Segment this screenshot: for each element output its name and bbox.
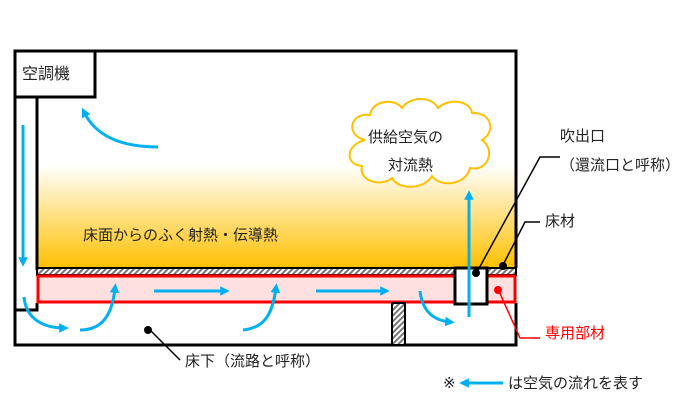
room-outline	[15, 49, 518, 268]
airflow-arrow-up-2	[242, 283, 281, 332]
cloud-label-line2: 対流熱	[388, 156, 434, 174]
leader-dot-underfloor	[144, 326, 152, 334]
legend-text: は空気の流れを表す	[508, 374, 644, 392]
outlet-note-label: （還流口と呼称）	[560, 156, 681, 174]
leader-dot-outlet	[472, 269, 480, 277]
leader-dot-member	[494, 286, 502, 294]
leader-lines	[149, 156, 560, 361]
outlet-label: 吹出口	[560, 127, 606, 145]
flooring-layer	[36, 267, 517, 276]
cloud-shape	[348, 98, 492, 188]
underfloor-outline	[13, 51, 518, 347]
airflow-arrow-room-return	[81, 107, 159, 149]
airflow-arrow-down-turn	[418, 290, 455, 327]
ac-unit-label: 空調機	[22, 64, 71, 83]
airflow-arrow-bottom-turn	[22, 296, 69, 333]
airflow-arrows	[18, 107, 503, 388]
dedicated-member-label: 専用部材	[545, 324, 606, 342]
cloud-label-line1: 供給空気の	[368, 128, 444, 146]
ac-unit-box	[13, 49, 97, 99]
legend-mark: ※	[443, 374, 456, 392]
outlet-box	[453, 266, 489, 306]
radiant-heat-label: 床面からのふく射熱・伝導熱	[83, 226, 279, 244]
airflow-arrow-up-1	[79, 283, 120, 332]
duct-wall	[15, 97, 39, 312]
flooring-label: 床材	[545, 212, 576, 230]
leader-dot-flooring	[499, 262, 507, 270]
support-pillar	[391, 302, 406, 346]
leader-line-member	[497, 288, 540, 339]
underfloor-label: 床下（流路と呼称）	[185, 352, 321, 370]
